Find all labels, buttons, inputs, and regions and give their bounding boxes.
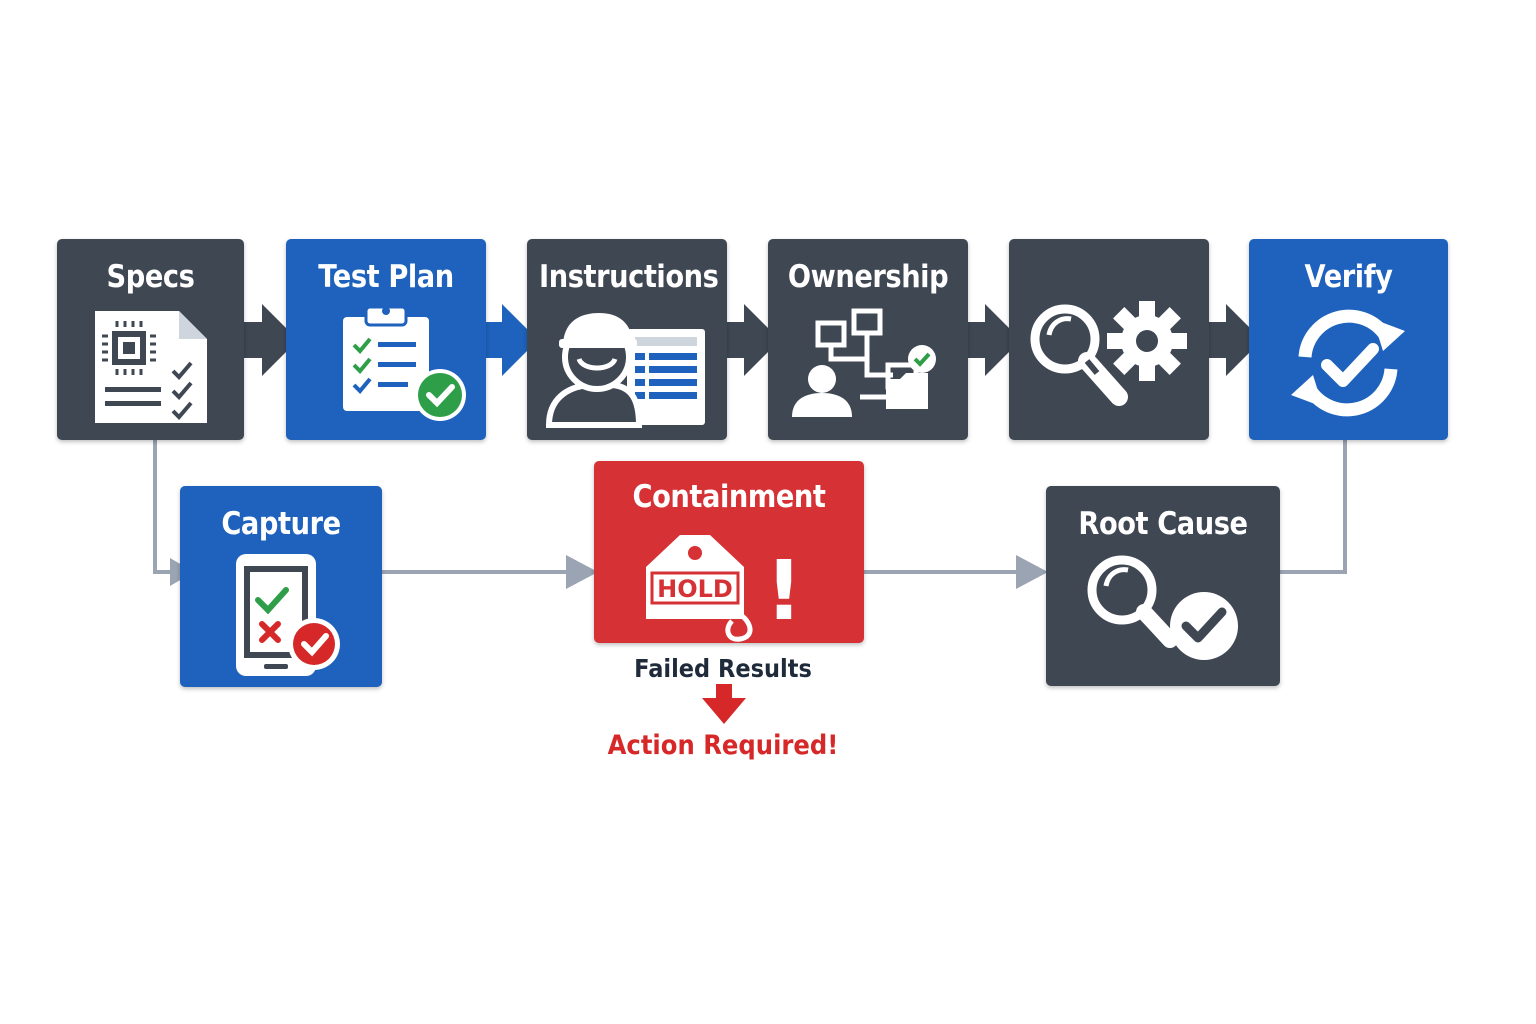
worker-with-screen-icon	[545, 313, 705, 428]
red-arrow-head	[702, 698, 746, 724]
arrowhead-to-rootcause	[1016, 555, 1048, 589]
phone-checkmark-icon	[236, 554, 340, 676]
step-ownership-title: Ownership	[787, 259, 949, 295]
step-test-plan-title: Test Plan	[318, 259, 454, 295]
hold-tag-alert-icon: HOLD !	[646, 535, 803, 642]
step-specs: Specs	[57, 239, 244, 440]
line-specs-to-capture	[153, 440, 176, 574]
refresh-check-icon	[1291, 309, 1405, 417]
magnifier-check-icon	[1087, 555, 1238, 660]
step-containment: Containment HOLD !	[594, 461, 864, 643]
step-instructions: Instructions	[527, 239, 727, 440]
arrow-ownership-to-analysis	[968, 304, 1021, 376]
arrow-testplan-to-instructions	[486, 304, 538, 376]
spec-document-chip-icon	[95, 311, 207, 423]
step-capture-title: Capture	[221, 506, 341, 542]
step-root-cause: Root Cause	[1046, 486, 1280, 686]
step-containment-title: Containment	[632, 479, 826, 515]
step-verify-title: Verify	[1304, 259, 1393, 295]
magnifier-gear-icon	[1030, 301, 1187, 406]
arrow-analysis-to-verify	[1209, 304, 1262, 376]
step-ownership: Ownership	[768, 239, 968, 440]
step-capture: Capture	[180, 486, 382, 687]
line-rootcause-to-verify	[1280, 440, 1347, 574]
step-root-cause-title: Root Cause	[1078, 506, 1248, 542]
action-required-label: Action Required!	[607, 730, 839, 761]
hold-tag-text: HOLD	[657, 575, 733, 603]
containment-alert-mark: !	[765, 544, 802, 639]
arrow-specs-to-testplan	[244, 304, 298, 376]
red-arrow-stem	[716, 684, 732, 698]
step-verify: Verify	[1249, 239, 1448, 440]
failed-results-label: Failed Results	[634, 654, 812, 683]
step-analysis	[1009, 239, 1209, 440]
step-instructions-title: Instructions	[539, 259, 719, 295]
step-specs-title: Specs	[106, 259, 195, 295]
arrow-instructions-to-ownership	[727, 304, 780, 376]
org-chart-person-icon	[792, 308, 936, 417]
step-test-plan: Test Plan	[286, 239, 486, 440]
clipboard-checklist-icon	[343, 305, 466, 421]
arrowhead-to-containment	[566, 555, 598, 589]
